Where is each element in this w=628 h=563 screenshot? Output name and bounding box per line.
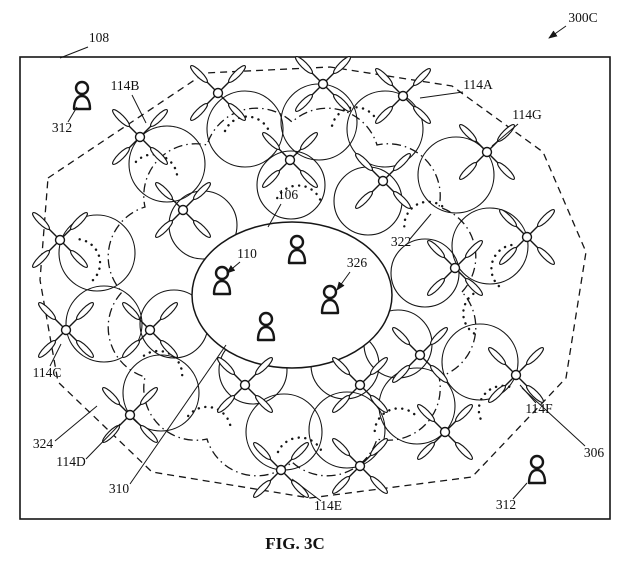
drone-icon — [260, 130, 320, 190]
drone-icon — [353, 151, 413, 211]
label-114G: 114G — [512, 107, 542, 122]
drone-icon — [330, 436, 390, 496]
drone-icon — [330, 355, 390, 415]
label-108: 108 — [89, 30, 110, 45]
person-icon — [72, 80, 92, 111]
label-114B: 114B — [111, 78, 140, 93]
drone-icon — [373, 66, 433, 126]
coverage-circle — [441, 323, 519, 401]
label-114D: 114D — [56, 454, 86, 469]
leader-300C — [548, 25, 567, 39]
coverage-circle — [417, 136, 495, 214]
central-zone-ellipse — [191, 221, 393, 369]
drone-icon — [293, 54, 353, 114]
drone-icon — [120, 300, 180, 360]
coverage-circle — [451, 207, 529, 285]
drone-icon — [390, 325, 450, 385]
leader-114D — [85, 423, 121, 460]
leader-324 — [54, 405, 98, 442]
leader-310 — [129, 344, 227, 485]
drone-icon — [457, 122, 517, 182]
leader-108 — [59, 46, 89, 59]
drone-icon — [153, 180, 213, 240]
coverage-circle — [206, 90, 284, 168]
label-300C: 300C — [568, 10, 597, 25]
reference-labels: 300C 108 312 114B 114A 114G 106 110 322 … — [33, 10, 605, 513]
drone-icon — [486, 345, 546, 405]
label-326: 326 — [347, 255, 368, 270]
coverage-circle — [308, 391, 386, 469]
coverage-circle — [390, 238, 460, 308]
leader-106 — [267, 203, 282, 228]
label-306: 306 — [584, 445, 605, 460]
leader-114G — [491, 123, 519, 147]
outer-dashed-boundary — [39, 66, 587, 499]
leader-322 — [409, 213, 432, 240]
drone-icon — [188, 63, 248, 123]
coverage-circle — [256, 150, 326, 220]
label-114C: 114C — [33, 365, 62, 380]
leader-326 — [336, 271, 351, 291]
coverage-circle — [245, 393, 323, 471]
drone-icon — [36, 300, 96, 360]
leader-110 — [226, 261, 241, 274]
drone-icon — [415, 402, 475, 462]
label-114F: 114F — [525, 401, 553, 416]
label-312-bottom: 312 — [496, 497, 516, 512]
leader-312-bottom — [512, 482, 528, 500]
dotted-signal-arc-icon — [223, 115, 271, 133]
coverage-circle — [128, 125, 206, 203]
coverage-circle — [280, 83, 358, 161]
person-icon — [527, 454, 547, 485]
label-324: 324 — [33, 436, 54, 451]
label-106: 106 — [278, 187, 299, 202]
label-110: 110 — [237, 246, 257, 261]
coverage-circle — [65, 285, 143, 363]
label-310: 310 — [109, 481, 130, 496]
leader-114E — [291, 478, 322, 502]
leader-lines — [49, 25, 586, 502]
leader-114C — [49, 343, 62, 367]
leader-306 — [521, 387, 586, 447]
leader-312-top — [67, 106, 78, 123]
drone-icon — [251, 440, 311, 500]
label-114E: 114E — [314, 498, 342, 513]
coverage-circle — [58, 214, 136, 292]
leader-114A — [419, 91, 464, 99]
drone-icon — [497, 207, 557, 267]
leader-114B — [131, 94, 147, 124]
figure-caption: FIG. 3C — [265, 534, 325, 553]
inner-dashdot-boundary — [107, 107, 477, 477]
figure-frame — [19, 56, 611, 520]
label-312-top: 312 — [52, 120, 72, 135]
coverage-circle — [346, 90, 424, 168]
label-322: 322 — [391, 234, 411, 249]
label-114A: 114A — [463, 77, 493, 92]
drone-icon — [215, 355, 275, 415]
